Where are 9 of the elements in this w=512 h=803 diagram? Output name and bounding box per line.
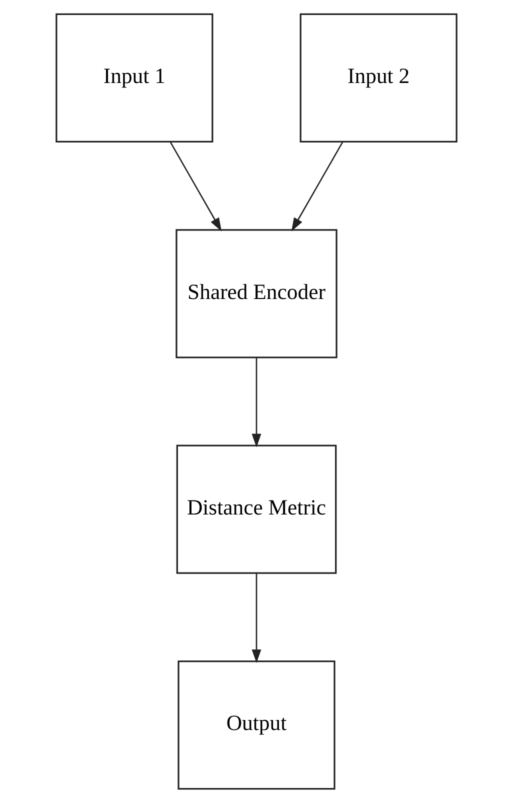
arrow (251, 573, 261, 664)
node-box: Output (177, 660, 335, 790)
arrow (169, 142, 222, 232)
node-box: Input 2 (299, 13, 457, 143)
arrow (290, 142, 343, 232)
node-box: Distance Metric (176, 444, 336, 574)
node-box: Shared Encoder (175, 229, 337, 358)
node-box: Input 1 (55, 13, 213, 143)
arrow (251, 358, 261, 448)
